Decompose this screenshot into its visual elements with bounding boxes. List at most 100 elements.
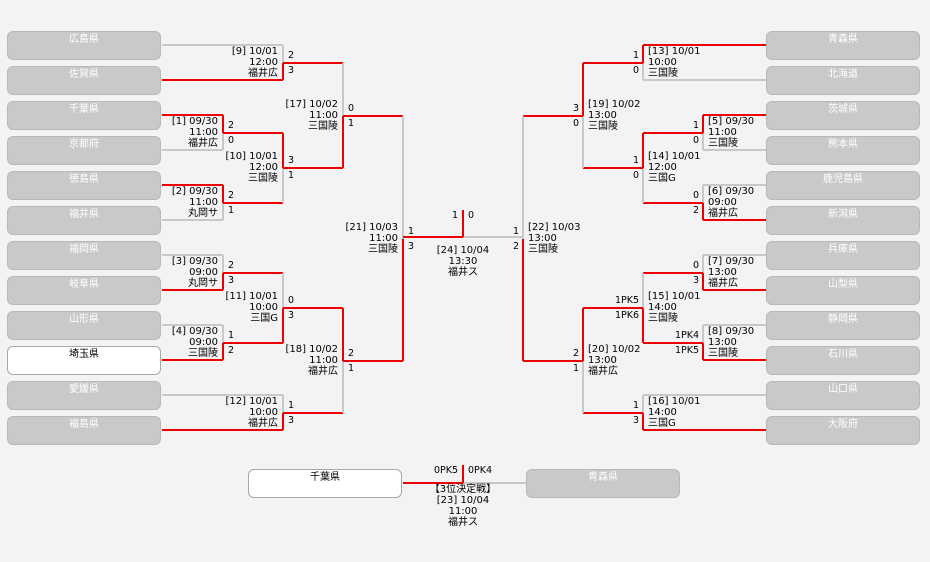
team-box-left[interactable]: 福岡県 (7, 241, 161, 270)
match-score: 1PK5 (614, 295, 639, 306)
match-venue: 三国陵 (708, 138, 738, 149)
match-label: [8] 09/30 (708, 326, 755, 337)
match-label: [22] 10/03 (528, 222, 581, 233)
team-box-left[interactable]: 広島県 (7, 31, 161, 60)
match-time: 13:00 (708, 267, 737, 278)
match-score: 1 (408, 226, 415, 237)
match-score: 3 (572, 103, 579, 114)
match-score: 1 (288, 400, 295, 411)
team-box-left[interactable]: 岐阜県 (7, 276, 161, 305)
team-box-left[interactable]: 埼玉県 (7, 346, 161, 375)
match-venue: 福井広 (248, 418, 278, 429)
team-box-left[interactable]: 京都府 (7, 136, 161, 165)
match-score: 2 (288, 50, 295, 61)
team-box-right[interactable]: 山口県 (766, 381, 920, 410)
third-place-label: [23] 10/04 (436, 495, 490, 506)
team-box-left[interactable]: 千葉県 (7, 101, 161, 130)
match-venue: 三国陵 (648, 313, 678, 324)
team-box-right[interactable]: 静岡県 (766, 311, 920, 340)
match-label: [11] 10/01 (225, 291, 278, 302)
final-score-left: 1 (451, 210, 458, 221)
team-box-right[interactable]: 石川県 (766, 346, 920, 375)
team-box-right[interactable]: 山梨県 (766, 276, 920, 305)
match-score: 1 (632, 400, 639, 411)
match-score: 1PK4 (674, 330, 699, 341)
match-time: 11:00 (309, 355, 338, 366)
match-venue: 三国陵 (588, 121, 618, 132)
match-score: 2 (228, 120, 235, 131)
match-score: 3 (288, 415, 295, 426)
match-label: [9] 10/01 (231, 46, 278, 57)
match-time: 14:00 (648, 407, 677, 418)
team-box-left[interactable]: 佐賀県 (7, 66, 161, 95)
team-box-right[interactable]: 茨城県 (766, 101, 920, 130)
match-time: 10:00 (648, 57, 677, 68)
match-label: [18] 10/02 (285, 344, 338, 355)
match-label: [1] 09/30 (171, 116, 218, 127)
match-score: 0 (692, 190, 699, 201)
match-time: 10:00 (249, 407, 278, 418)
team-box-right[interactable]: 新潟県 (766, 206, 920, 235)
team-box-right[interactable]: 鹿児島県 (766, 171, 920, 200)
match-venue: 三国陵 (708, 348, 738, 359)
match-time: 13:00 (588, 110, 617, 121)
third-place-title: 【3位決定戦】 (429, 484, 497, 495)
match-label: [6] 09/30 (708, 186, 755, 197)
team-box-left[interactable]: 福井県 (7, 206, 161, 235)
match-score: 1PK6 (614, 310, 639, 321)
match-score: 1 (228, 330, 235, 341)
match-time: 11:00 (309, 110, 338, 121)
third-place-venue: 福井ス (448, 517, 478, 528)
team-box-right[interactable]: 兵庫県 (766, 241, 920, 270)
team-box-right[interactable]: 大阪府 (766, 416, 920, 445)
match-label: [15] 10/01 (648, 291, 701, 302)
third-place-team-left[interactable]: 千葉県 (248, 469, 402, 498)
match-venue: 三国陵 (188, 348, 218, 359)
third-place-time: 11:00 (448, 506, 478, 517)
match-time: 11:00 (189, 197, 218, 208)
final-venue: 福井ス (448, 267, 478, 278)
match-label: [12] 10/01 (225, 396, 278, 407)
match-time: 13:00 (588, 355, 617, 366)
match-venue: 福井広 (708, 278, 738, 289)
third-place-team-right[interactable]: 青森県 (526, 469, 680, 498)
team-box-left[interactable]: 徳島県 (7, 171, 161, 200)
match-score: 3 (228, 275, 235, 286)
match-time: 13:00 (528, 233, 557, 244)
team-box-right[interactable]: 北海道 (766, 66, 920, 95)
match-score: 3 (288, 310, 295, 321)
match-label: [5] 09/30 (708, 116, 755, 127)
match-venue: 福井広 (588, 366, 618, 377)
match-venue: 福井広 (248, 68, 278, 79)
team-box-left[interactable]: 福島県 (7, 416, 161, 445)
match-time: 09:00 (189, 267, 218, 278)
match-score: 1 (288, 170, 295, 181)
match-venue: 三国陵 (368, 244, 398, 255)
final-time: 13:30 (448, 256, 478, 267)
match-score: 0 (288, 295, 295, 306)
match-label: [14] 10/01 (648, 151, 701, 162)
match-venue: 福井広 (188, 138, 218, 149)
team-box-left[interactable]: 愛媛県 (7, 381, 161, 410)
match-score: 0 (228, 135, 235, 146)
match-label: [13] 10/01 (648, 46, 701, 57)
match-label: [2] 09/30 (171, 186, 218, 197)
team-box-right[interactable]: 青森県 (766, 31, 920, 60)
match-score: 1 (692, 120, 699, 131)
team-box-left[interactable]: 山形県 (7, 311, 161, 340)
match-venue: 三国陵 (308, 121, 338, 132)
team-box-right[interactable]: 熊本県 (766, 136, 920, 165)
